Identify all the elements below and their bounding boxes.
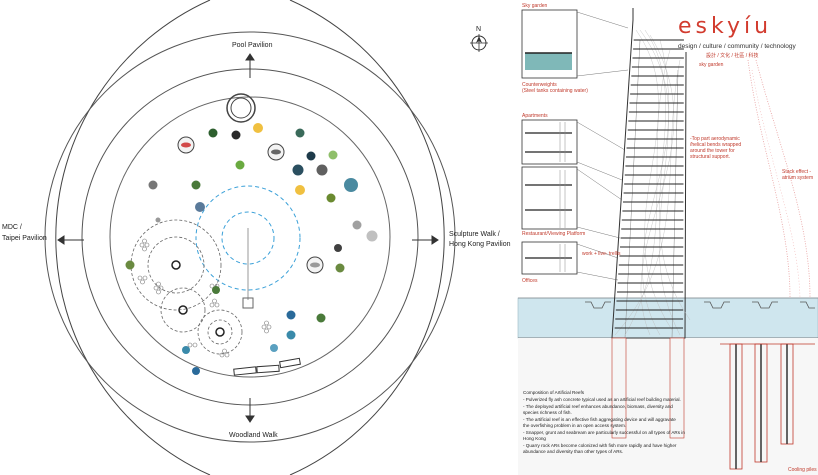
floor-slabs: [614, 39, 684, 329]
callout-work-live: work + live- trellis: [582, 251, 621, 257]
site-plan: N Pool Pavilion Woodland Walk MDC / Taip…: [2, 0, 511, 475]
ground: [518, 338, 818, 475]
fish-photo: [208, 128, 218, 138]
sea-water: [517, 297, 818, 339]
reefs-line: abundance and diversity than other types…: [523, 449, 623, 454]
detail-box-apartments: [521, 119, 578, 165]
reefs-line: - The deployed artificial reef enhances …: [523, 404, 673, 409]
garden-boundary: [109, 96, 391, 378]
fish-photo: [286, 330, 296, 340]
brand-logo: eskyíu: [678, 14, 772, 39]
reefs-line: - Pulverized fly ash concrete typical us…: [523, 397, 681, 402]
reefs-title: Composition of Artificial Reefs: [523, 390, 585, 395]
direction-arrows: [57, 53, 439, 423]
ring-road-inner: [44, 31, 456, 443]
callout-counterweights-sub: (Steel tanks containing water): [522, 88, 588, 94]
tower-footprint: [242, 297, 254, 309]
reefs-line: - Snapper, grunt and seabream are partic…: [523, 430, 685, 435]
callout-stack-1: Stack effect -: [782, 169, 811, 175]
fish-photo: [148, 180, 158, 190]
fish-photo: [316, 313, 326, 323]
pool-dashed-outer: [195, 185, 301, 291]
callout-sky-garden: Sky garden: [522, 3, 548, 9]
callout-stack-2: atrium system: [782, 175, 813, 181]
reef-node: [215, 327, 225, 337]
callout-counterweights: Counterweights: [522, 82, 557, 88]
label-mdc-line1: MDC /: [2, 224, 22, 231]
fish-photo: [235, 160, 245, 170]
tower: [611, 8, 691, 339]
reef-clusters: [137, 238, 272, 358]
fish-photo: [155, 217, 161, 223]
fish-photo: [195, 202, 205, 212]
label-woodland-walk: Woodland Walk: [229, 432, 278, 439]
detail-box-restaurant: [521, 166, 578, 230]
water-tank: [525, 53, 572, 70]
fish-photo: [253, 123, 263, 133]
fish-photo: [292, 164, 304, 176]
fish-photo: [352, 220, 362, 230]
callout-apartments: Apartments: [522, 113, 548, 119]
callout-sky-garden-right: sky garden: [699, 62, 724, 68]
fish-thumbnails: [125, 123, 378, 375]
fish-photo: [231, 130, 241, 140]
reefs-line: the overfishing problem in an open acces…: [523, 423, 626, 428]
fish-photo: [334, 244, 342, 252]
label-mdc-line2: Taipei Pavilion: [2, 235, 47, 242]
fish-photo: [212, 286, 220, 294]
reefs-line: - The artificial reef is an effective fi…: [523, 417, 676, 422]
callout-aero-1: -Top part aerodynamic: [690, 136, 740, 142]
fish-photo: [366, 230, 378, 242]
label-pool-pavilion: Pool Pavilion: [232, 42, 273, 49]
reef-node: [178, 305, 188, 315]
fish-photo: [191, 180, 201, 190]
callout-offices: Offices: [522, 278, 538, 284]
ring-road-outer-left: [55, 0, 211, 475]
fish-photo: [286, 310, 296, 320]
north-compass: N: [470, 26, 488, 52]
reefs-line: - Quarry rock ARs become colonized with …: [523, 443, 677, 448]
tagline: design / culture / community / technolog…: [678, 43, 797, 50]
leader-lines: [576, 11, 629, 281]
label-sculpture-line2: Hong Kong Pavilion: [449, 241, 511, 248]
fish-photo: [328, 150, 338, 160]
reef-blocks: [585, 301, 815, 309]
callout-aero-3: around the tower for: [690, 148, 735, 154]
fish-photo: [295, 128, 305, 138]
label-sculpture-line1: Sculpture Walk /: [449, 231, 500, 238]
north-label: N: [476, 26, 481, 33]
reef-ring-paths: [130, 219, 243, 355]
pool-pavilion-ring: [226, 93, 256, 123]
tagline-chinese: 設計 / 文化 / 社區 / 科技: [706, 52, 759, 59]
callout-cooling-piles: Cooling piles: [788, 467, 817, 473]
pool-pavilion-inner: [230, 97, 252, 119]
fish-photo: [192, 367, 200, 375]
callout-aero-4: structural support.: [690, 154, 730, 160]
reefs-line: species richness of fish.: [523, 410, 572, 415]
fish-photo: [295, 185, 305, 195]
fish-photo: [335, 263, 345, 273]
stack-effect-shaft: [747, 59, 811, 299]
callout-aero-2: /helical bends wrapped: [690, 142, 741, 148]
fish-photo: [344, 178, 358, 192]
ring-road-outer-right: [289, 0, 445, 475]
tower-section: eskyíu design / culture / community / te…: [517, 3, 818, 475]
pool-dashed-inner: [221, 211, 275, 265]
reef-composition-block: Composition of Artificial Reefs - Pulver…: [523, 390, 685, 454]
fish-photo: [182, 346, 190, 354]
reefs-line: Hong Kong: [523, 436, 546, 441]
fish-photo: [326, 193, 336, 203]
fish-photo: [316, 164, 328, 176]
reef-node: [171, 260, 181, 270]
fish-photo: [306, 151, 316, 161]
bench-slabs: [233, 357, 301, 376]
cooling-piles: [611, 337, 815, 470]
fish-photo: [125, 260, 135, 270]
fish-photo: [270, 344, 278, 352]
callout-restaurant: Restaurant/Viewing Platform: [522, 231, 585, 237]
